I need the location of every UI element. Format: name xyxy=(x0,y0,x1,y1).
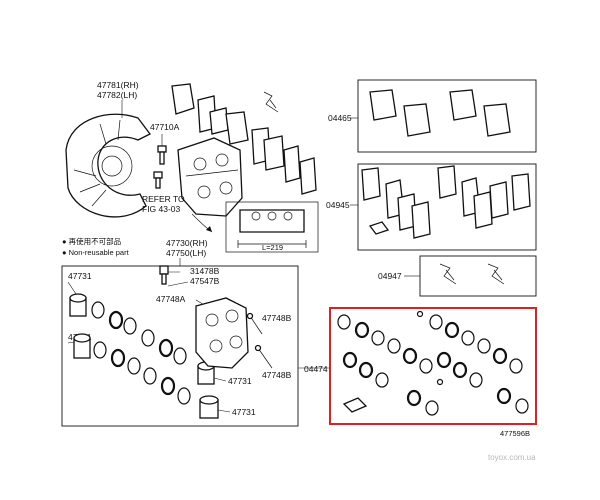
bolt-part xyxy=(153,145,167,189)
caliper-lh-label: 47750(LH) xyxy=(166,248,206,258)
pin-upper-label: 47748B xyxy=(262,313,292,323)
clip-kit-parts xyxy=(439,263,505,285)
repair-kit-highlight-box xyxy=(329,307,537,425)
shield-lh-label: 47782(LH) xyxy=(97,90,137,100)
pads-kit-label: 04465 xyxy=(328,113,352,123)
shim-kit-label: 04945 xyxy=(326,200,350,210)
dimension-label: L=219 xyxy=(262,243,283,252)
clip-kit-label: 04947 xyxy=(378,271,402,281)
pin-lower-part xyxy=(254,344,273,369)
clip-kit-box xyxy=(419,255,537,297)
refer-to-label: REFER TO xyxy=(142,194,185,204)
bolt-label: 47710A xyxy=(150,122,180,132)
top-pads-cluster xyxy=(171,83,317,195)
piston-a-label: 47731 xyxy=(68,271,92,281)
dust-shield xyxy=(65,113,151,218)
caliper-body-label: 47748A xyxy=(156,294,186,304)
watermark: toyox.com.ua xyxy=(488,453,536,462)
pin-upper-part xyxy=(246,312,263,335)
piston-left-upper xyxy=(69,293,87,317)
repair-kit-rings xyxy=(337,310,529,416)
caliper-dimension-view xyxy=(225,201,319,253)
pads-kit-box xyxy=(357,79,537,153)
figure-number: 477596B xyxy=(500,429,530,438)
piston-c-label: 47731 xyxy=(228,376,252,386)
bleeder-screw xyxy=(159,265,169,285)
shield-rh-label: 47781(RH) xyxy=(97,80,139,90)
piston-center xyxy=(197,361,215,385)
legend-en: ● Non-reusable part xyxy=(62,248,130,257)
caliper-top xyxy=(177,137,243,217)
caliper-seal-rings xyxy=(91,301,191,405)
bleeder-label: 31478B xyxy=(190,266,220,276)
caliper-assy-box xyxy=(61,265,299,427)
repair-kit-label: 04474 xyxy=(304,364,328,374)
piston-bottom xyxy=(199,395,219,419)
fig-ref-label: FIG 43-03 xyxy=(142,204,181,214)
bleeder-cap-label: 47547B xyxy=(190,276,220,286)
legend-jp: ● 再使用不可部品 xyxy=(62,236,121,246)
shim-kit-parts xyxy=(361,165,531,239)
shim-kit-box xyxy=(357,163,537,251)
caliper-rh-label: 47730(RH) xyxy=(166,238,208,248)
pin-lower-label: 47748B xyxy=(262,370,292,380)
piston-left-lower xyxy=(73,333,91,359)
pads-kit-parts xyxy=(369,89,511,137)
piston-d-label: 47731 xyxy=(232,407,256,417)
caliper-body-part xyxy=(195,297,249,369)
